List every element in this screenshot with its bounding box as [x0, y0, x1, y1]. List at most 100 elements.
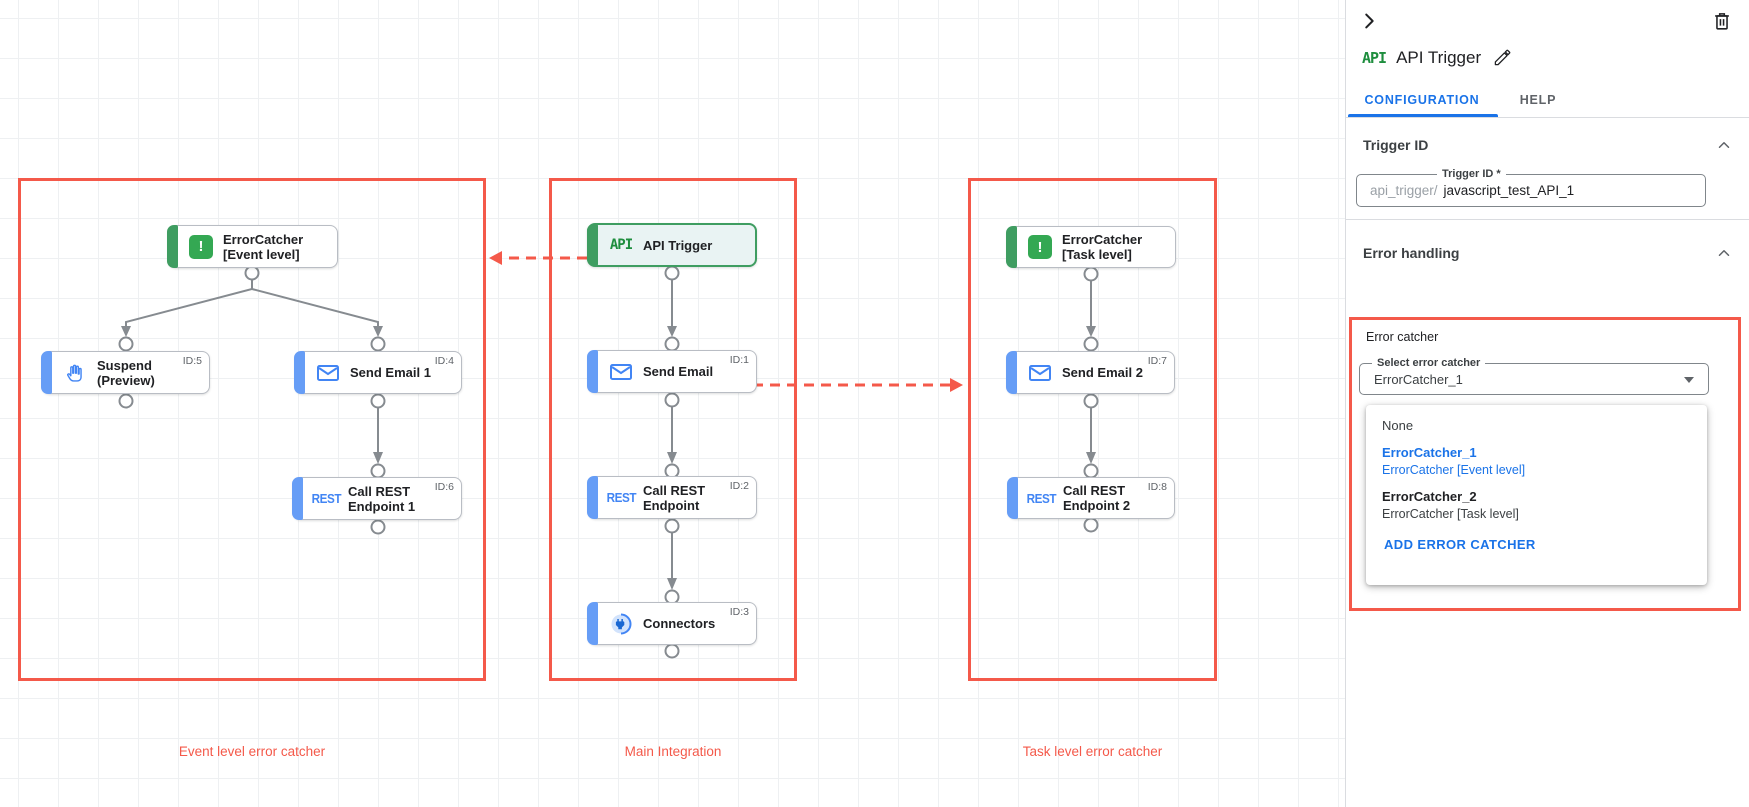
trigger-id-input-label: Trigger ID * [1437, 168, 1506, 180]
panel-toolbar [1346, 0, 1749, 40]
active-tab-underline [1348, 114, 1498, 117]
node-send-email-2[interactable]: Send Email 2 ID:7 [1006, 351, 1175, 394]
node-id-badge: ID:1 [729, 354, 749, 366]
node-call-rest-endpoint-2[interactable]: REST Call REST Endpoint 2 ID:8 [1007, 477, 1175, 519]
node-connectors[interactable]: Connectors ID:3 [587, 602, 757, 645]
node-send-email-1[interactable]: Send Email 1 ID:4 [294, 351, 462, 394]
error-catcher-icon: ! [187, 234, 215, 259]
node-label: Connectors [643, 616, 716, 631]
error-catcher-dropdown: None ErrorCatcher_1 ErrorCatcher [Event … [1366, 405, 1707, 585]
trigger-id-prefix: api_trigger/ [1370, 183, 1438, 198]
node-label: Send Email 2 [1062, 365, 1143, 380]
node-id-badge: ID:8 [1147, 481, 1167, 493]
dropdown-option-none[interactable]: None [1382, 418, 1414, 433]
trigger-id-value: javascript_test_API_1 [1443, 183, 1575, 198]
node-send-email[interactable]: Send Email ID:1 [587, 350, 757, 393]
integration-canvas[interactable]: Event level error catcher Main Integrati… [0, 0, 1345, 807]
email-icon [1026, 363, 1054, 383]
select-error-catcher-label: Select error catcher [1372, 357, 1486, 369]
main-integration-group-label: Main Integration [624, 744, 722, 759]
connector-layer [118, 251, 1099, 659]
node-color-bar [167, 225, 178, 268]
tab-help[interactable]: HELP [1519, 92, 1557, 107]
node-call-rest-endpoint[interactable]: REST Call REST Endpoint ID:2 [587, 476, 757, 519]
error-catcher-label: Error catcher [1366, 330, 1439, 344]
error-catcher-links [489, 251, 963, 392]
task-level-group-box [968, 178, 1217, 681]
event-level-group-label: Event level error catcher [178, 744, 326, 759]
section-title: Error handling [1363, 245, 1460, 261]
option-name: ErrorCatcher_2 [1382, 489, 1477, 504]
rest-icon: REST [1026, 490, 1056, 506]
node-label: Send Email 1 [350, 365, 431, 380]
edge-arrowheads [121, 326, 1096, 590]
node-label: Send Email [643, 364, 714, 379]
node-label: Call REST Endpoint 2 [1063, 483, 1131, 513]
config-panel: API API Trigger CONFIGURATION HELP Trigg… [1345, 0, 1749, 807]
trigger-id-input[interactable]: Trigger ID * api_trigger/ javascript_tes… [1356, 168, 1706, 207]
rest-icon: REST [311, 491, 341, 506]
node-api-trigger[interactable]: API API Trigger [587, 223, 757, 267]
api-logo: API [1362, 49, 1387, 67]
node-label: ErrorCatcher [Task level] [1062, 232, 1143, 262]
email-icon [314, 363, 342, 383]
tab-configuration[interactable]: CONFIGURATION [1364, 92, 1480, 107]
node-color-bar [1006, 226, 1017, 268]
node-color-bar [1007, 477, 1018, 519]
node-errorcatcher-event-level[interactable]: ! ErrorCatcher [Event level] [167, 225, 338, 268]
panel-header: API API Trigger [1346, 40, 1749, 82]
node-label: Suspend (Preview) [97, 357, 155, 388]
node-id-badge: ID:2 [729, 480, 749, 492]
collapse-section-icon[interactable] [1715, 244, 1733, 262]
node-color-bar [1006, 351, 1017, 394]
connectors-icon [607, 612, 635, 636]
node-id-badge: ID:6 [434, 481, 454, 493]
node-color-bar [587, 350, 598, 393]
node-id-badge: ID:7 [1147, 355, 1167, 367]
section-title: Trigger ID [1363, 137, 1429, 153]
select-error-catcher[interactable]: Select error catcher ErrorCatcher_1 [1359, 357, 1709, 395]
section-divider [1346, 219, 1749, 220]
node-call-rest-endpoint-1[interactable]: REST Call REST Endpoint 1 ID:6 [292, 477, 462, 520]
add-error-catcher-button[interactable]: ADD ERROR CATCHER [1384, 537, 1536, 552]
node-color-bar [292, 477, 303, 520]
node-errorcatcher-task-level[interactable]: ! ErrorCatcher [Task level] [1006, 226, 1176, 268]
edit-name-icon[interactable] [1493, 48, 1513, 68]
task-level-group-label: Task level error catcher [1022, 744, 1163, 759]
main-integration-group-box [549, 178, 797, 681]
trigger-id-section-header[interactable]: Trigger ID [1346, 130, 1749, 160]
node-label: API Trigger [643, 237, 713, 253]
node-label: Call REST Endpoint [643, 482, 706, 513]
event-level-group-box [18, 178, 486, 681]
node-color-bar [41, 351, 52, 394]
node-id-badge: ID:4 [434, 355, 454, 367]
panel-title: API Trigger [1396, 48, 1482, 67]
node-suspend-preview[interactable]: Suspend (Preview) ID:5 [41, 351, 210, 394]
email-icon [607, 362, 635, 382]
node-label: ErrorCatcher [Event level] [223, 231, 304, 262]
dropdown-caret-icon [1684, 377, 1694, 383]
delete-trigger-icon[interactable] [1711, 10, 1733, 32]
node-label: Call REST Endpoint 1 [348, 483, 416, 514]
node-id-badge: ID:5 [182, 355, 202, 367]
dropdown-option-errorcatcher-2[interactable]: ErrorCatcher_2 ErrorCatcher [Task level] [1366, 477, 1707, 521]
node-color-bar [294, 351, 305, 394]
option-desc: ErrorCatcher [Task level] [1382, 507, 1519, 521]
api-trigger-icon: API [609, 237, 633, 253]
node-color-bar [587, 224, 598, 266]
error-catcher-highlight-box: Error catcher Select error catcher Error… [1349, 317, 1741, 611]
option-desc: ErrorCatcher [Event level] [1382, 463, 1526, 477]
collapse-panel-icon[interactable] [1358, 10, 1380, 32]
rest-icon: REST [606, 490, 636, 505]
node-color-bar [587, 476, 598, 519]
collapse-section-icon[interactable] [1715, 136, 1733, 154]
error-handling-section-header[interactable]: Error handling [1346, 238, 1749, 268]
select-error-catcher-value: ErrorCatcher_1 [1374, 371, 1463, 387]
option-name: ErrorCatcher_1 [1382, 445, 1477, 460]
edge-lines [125, 280, 1092, 578]
dropdown-option-errorcatcher-1[interactable]: ErrorCatcher_1 ErrorCatcher [Event level… [1366, 433, 1707, 477]
node-ports[interactable] [118, 265, 1099, 659]
suspend-hand-icon [61, 362, 89, 384]
node-id-badge: ID:3 [729, 606, 749, 618]
